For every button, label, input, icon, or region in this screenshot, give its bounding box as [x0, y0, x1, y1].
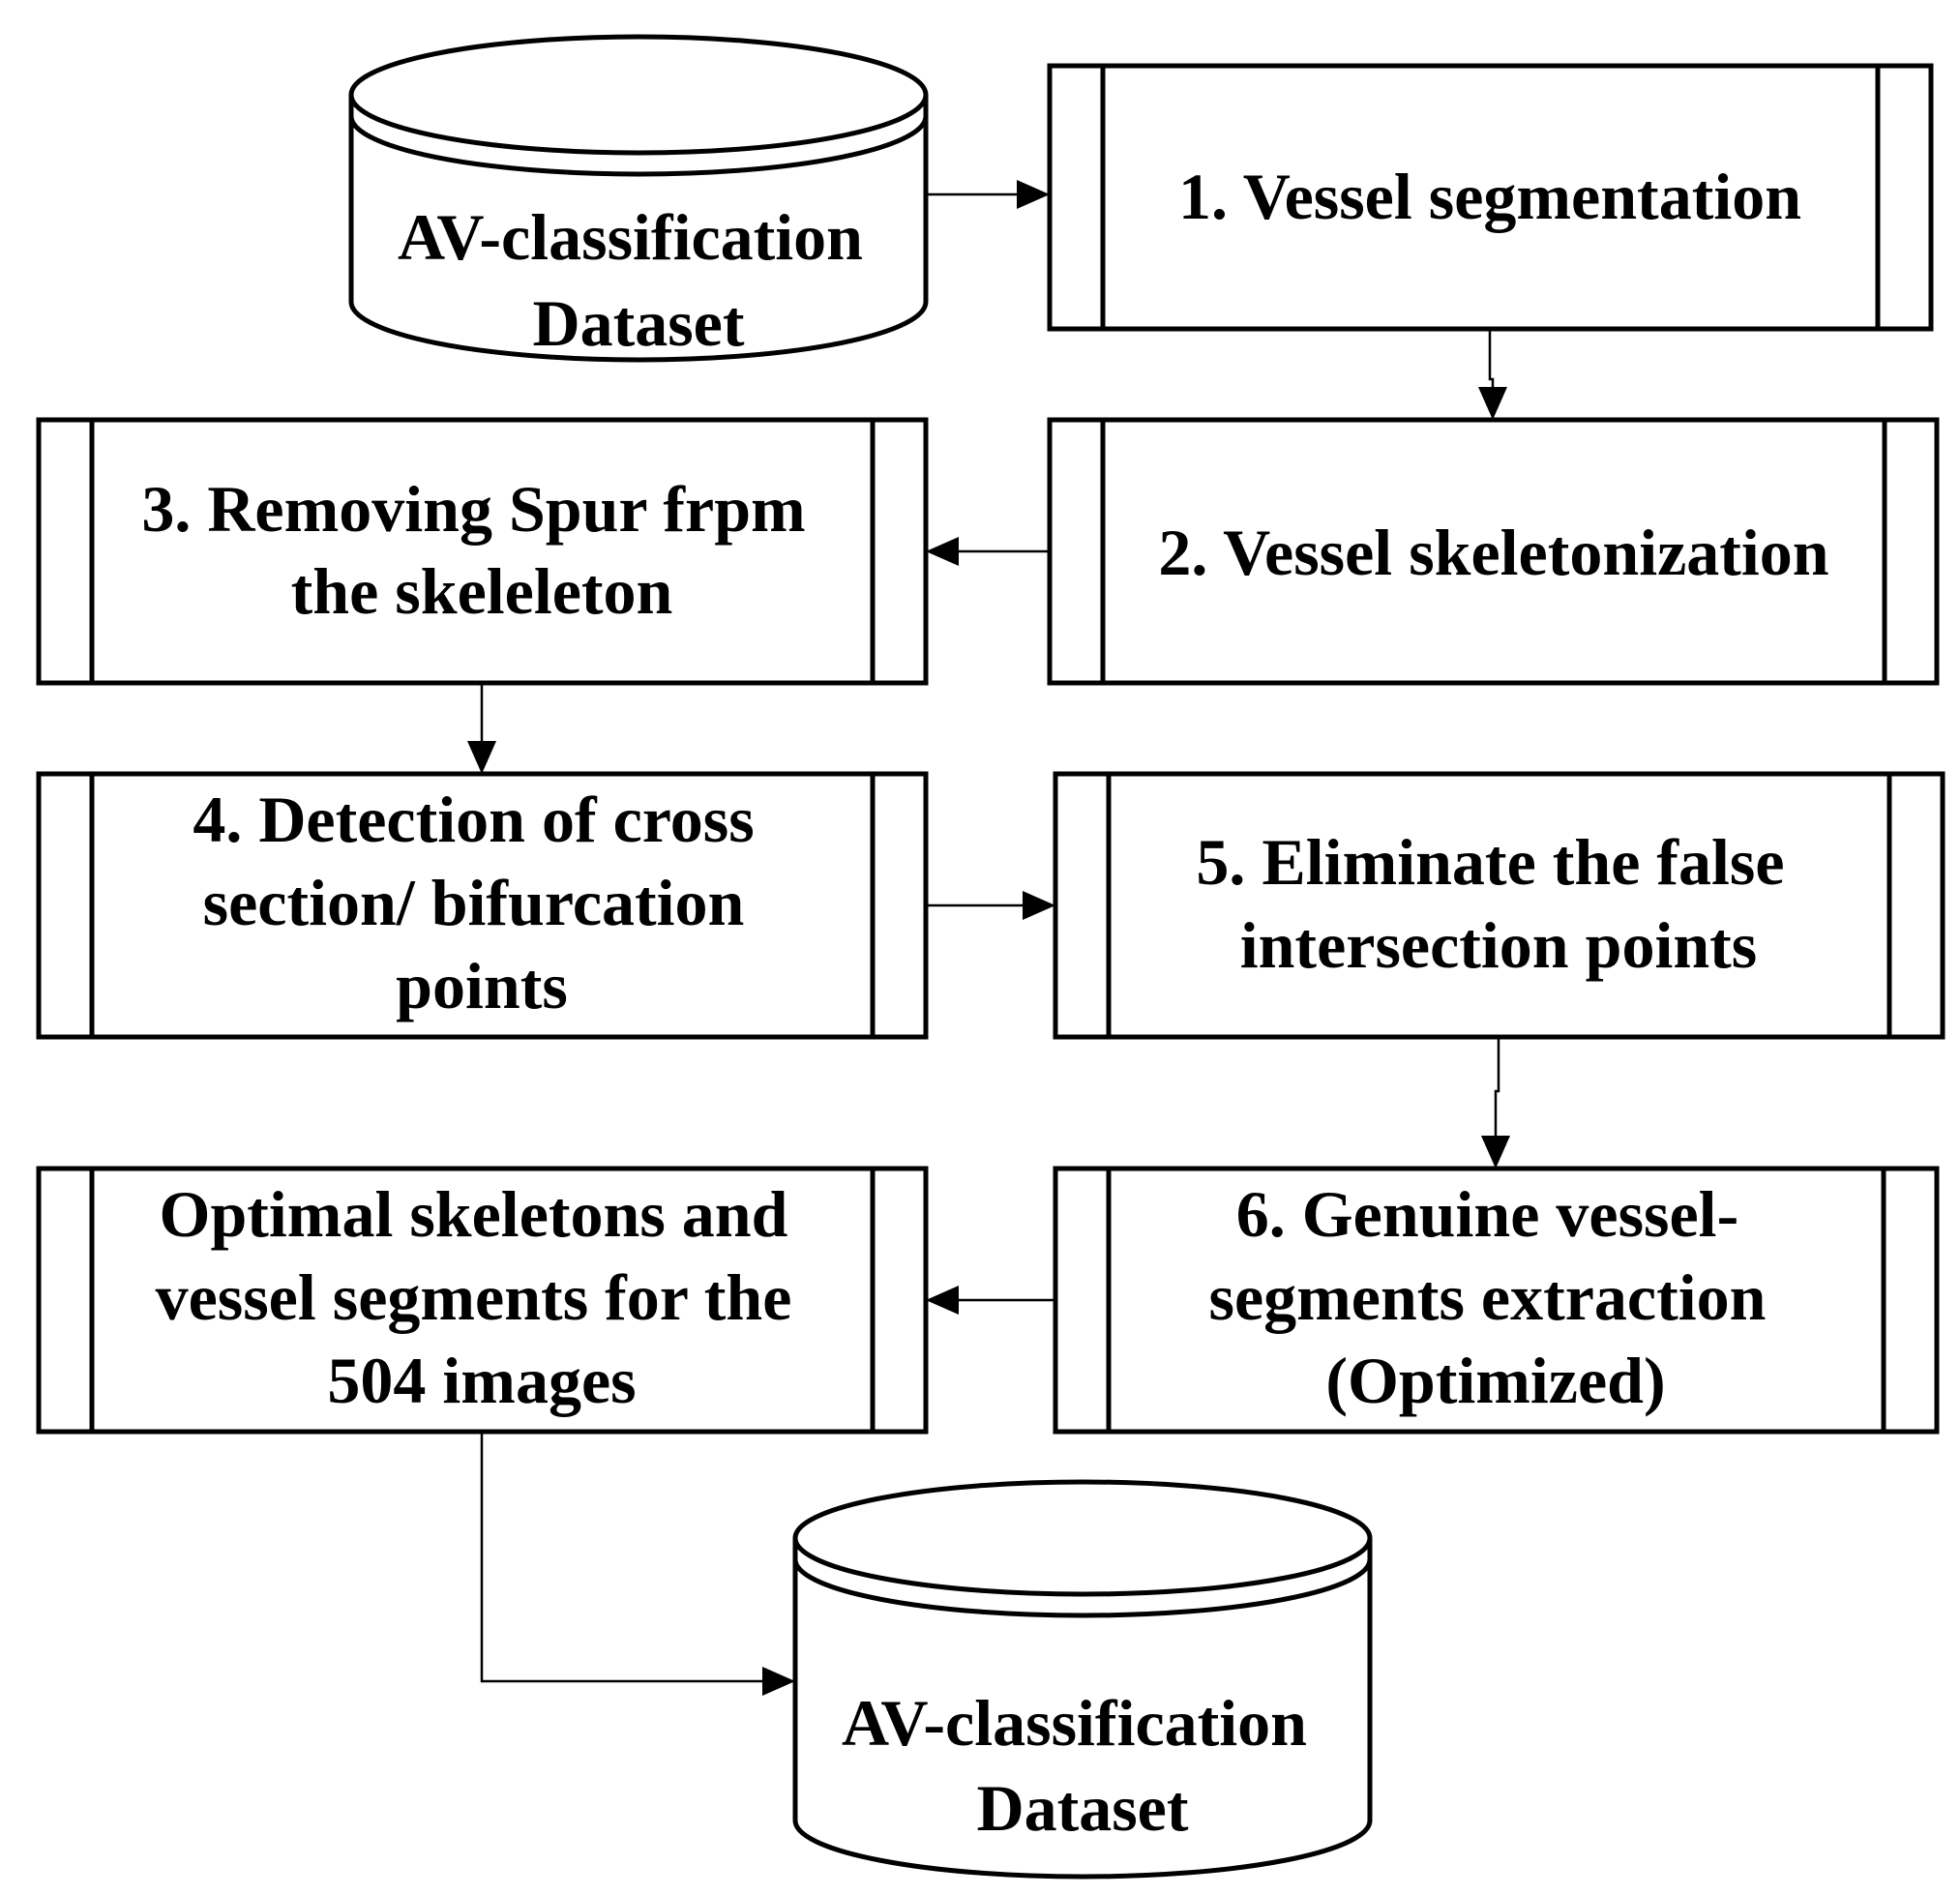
step5-process-box: 5. Eliminate the false intersection poin…	[1053, 771, 1945, 1040]
step6-process-box: 6. Genuine vessel- segments extraction (…	[1053, 1166, 1940, 1435]
edge-output-to-target	[480, 1432, 795, 1696]
source-dataset-cylinder: AV-classification Dataset	[348, 34, 929, 363]
edge-step1-to-step2	[1478, 329, 1507, 420]
source-dataset-label: AV-classification Dataset	[398, 200, 879, 360]
output-process-box: Optimal skeletons and vessel segments fo…	[36, 1166, 929, 1435]
step3-label: 3. Removing Spur frpm the skeleleton	[141, 472, 821, 628]
edge-step4-to-step5	[926, 891, 1055, 920]
edge-step6-to-output	[926, 1286, 1055, 1315]
edge-step3-to-step4	[467, 683, 496, 774]
step4-label: 4. Detection of cross section/ bifurcati…	[193, 783, 770, 1022]
edge-step5-to-step6	[1481, 1037, 1510, 1169]
edge-source-to-step1	[926, 180, 1050, 209]
step3-process-box: 3. Removing Spur frpm the skeleleton	[36, 417, 929, 686]
edge-step2-to-step3	[926, 537, 1050, 566]
step1-label: 1. Vessel segmentation	[1178, 160, 1801, 233]
step1-process-box: 1. Vessel segmentation	[1047, 63, 1934, 332]
target-dataset-label: AV-classification Dataset	[842, 1686, 1323, 1845]
step6-label: 6. Genuine vessel- segments extraction (…	[1209, 1177, 1783, 1417]
output-label: Optimal skeletons and vessel segments fo…	[156, 1177, 809, 1417]
step2-label: 2. Vessel skeletonization	[1158, 516, 1828, 589]
step5-label: 5. Eliminate the false intersection poin…	[1196, 825, 1800, 982]
step2-process-box: 2. Vessel skeletonization	[1047, 417, 1940, 686]
step4-process-box: 4. Detection of cross section/ bifurcati…	[36, 771, 929, 1040]
target-dataset-cylinder: AV-classification Dataset	[792, 1479, 1373, 1880]
